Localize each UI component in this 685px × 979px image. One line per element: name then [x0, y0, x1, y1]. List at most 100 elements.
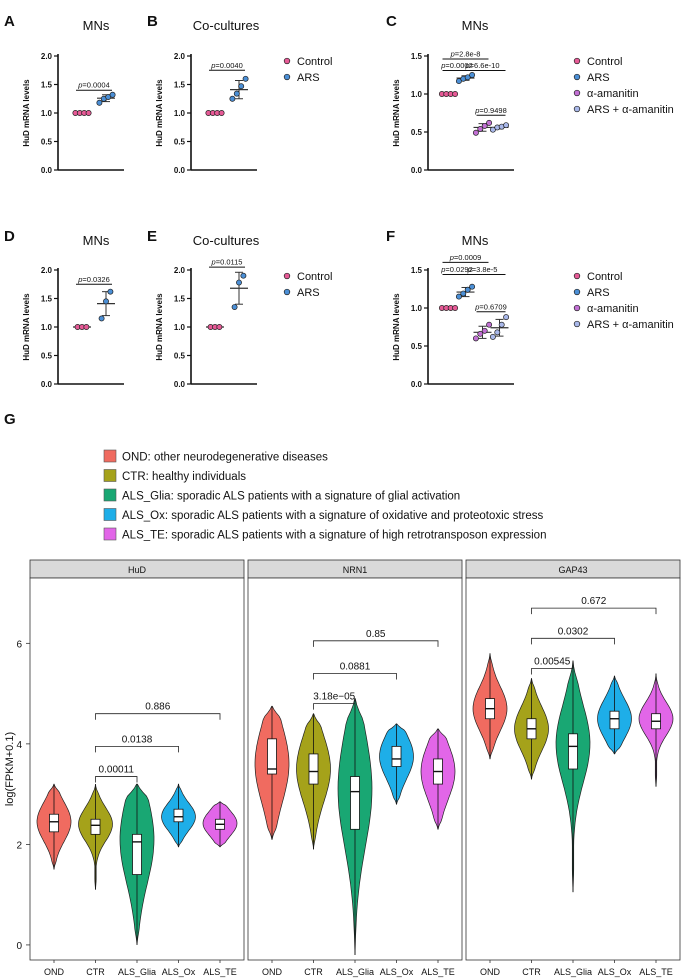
p-value-label: p=0.0009 — [449, 253, 482, 262]
p-symbol: p — [465, 61, 470, 70]
comparison-label: 0.85 — [366, 629, 386, 640]
panel-title: MNs — [83, 18, 110, 33]
p-value-label: p=3.8e-5 — [467, 265, 498, 274]
y-tick-label: 0.5 — [41, 138, 53, 147]
data-point — [486, 119, 493, 126]
panel-letter: D — [4, 228, 15, 245]
legend-marker — [573, 320, 581, 328]
y-axis-label: HuD mRNA levels — [22, 293, 31, 361]
y-tick-label: 6 — [16, 639, 22, 650]
box — [350, 776, 360, 830]
comparison-label: 0.0138 — [122, 734, 153, 745]
x-tick-label: CTR — [86, 967, 105, 977]
y-tick-label: 0.5 — [41, 352, 53, 361]
legend-label: ARS — [587, 72, 610, 84]
p-value: =0.0009 — [454, 253, 481, 262]
data-point — [503, 122, 510, 129]
significance-bracket — [95, 776, 138, 783]
p-value-label: p=0.9498 — [474, 106, 507, 115]
legend-label: ALS_Ox: sporadic ALS patients with a sig… — [122, 510, 544, 522]
x-tick-label: OND — [480, 967, 501, 977]
y-tick-label: 0.5 — [411, 342, 423, 351]
comparison-label: 0.886 — [145, 702, 170, 713]
x-tick-label: ALS_TE — [421, 967, 455, 977]
x-tick-label: ALS_Glia — [336, 967, 374, 977]
significance-bracket — [95, 713, 221, 720]
p-symbol: p — [450, 50, 455, 59]
x-tick-label: OND — [44, 967, 65, 977]
x-tick-label: ALS_Ox — [598, 967, 632, 977]
y-tick-label: 2.0 — [41, 52, 53, 61]
box — [132, 833, 142, 875]
legend-swatch — [103, 449, 117, 463]
y-tick-label: 0.5 — [174, 352, 186, 361]
significance-bracket — [313, 640, 439, 647]
data-point — [96, 99, 103, 106]
significance-bracket — [531, 668, 574, 675]
x-tick-label: ALS_TE — [203, 967, 237, 977]
y-tick-label: 2.0 — [174, 266, 186, 275]
p-symbol: p — [467, 265, 472, 274]
y-tick-label: 2 — [16, 840, 22, 851]
data-point — [98, 315, 105, 322]
x-tick-label: ALS_Glia — [554, 967, 592, 977]
box — [568, 733, 578, 770]
y-axis-label: HuD mRNA levels — [392, 79, 401, 147]
box — [391, 745, 402, 767]
x-tick-label: ALS_Ox — [162, 967, 196, 977]
data-point — [238, 83, 245, 90]
panel-title: MNs — [462, 233, 489, 248]
legend-label: ARS + α-amanitin — [587, 104, 674, 116]
y-tick-label: 0.5 — [411, 128, 423, 137]
p-value-label: p=0.0002 — [440, 61, 473, 70]
y-tick-label: 1.0 — [41, 323, 53, 332]
box — [49, 813, 59, 833]
box — [173, 808, 184, 823]
panel-letter: B — [147, 13, 158, 30]
p-value-label: p=0.0326 — [77, 275, 110, 284]
y-tick-label: 2.0 — [174, 52, 186, 61]
data-point — [452, 305, 459, 311]
x-tick-label: ALS_Glia — [118, 967, 156, 977]
y-tick-label: 0.5 — [174, 138, 186, 147]
y-tick-label: 0.0 — [41, 166, 53, 175]
y-tick-label: 0.0 — [174, 380, 186, 389]
comparison-label: 0.00545 — [534, 656, 571, 667]
significance-bracket — [95, 745, 179, 753]
y-tick-label: 2.0 — [41, 266, 53, 275]
data-point — [469, 283, 476, 290]
box — [90, 818, 101, 835]
data-point — [464, 286, 471, 293]
data-point — [240, 272, 247, 279]
legend-marker — [283, 288, 291, 296]
legend-label: Control — [587, 271, 622, 283]
x-tick-label: ALS_TE — [639, 967, 673, 977]
legend-marker — [283, 73, 291, 81]
data-point — [216, 324, 223, 330]
data-point — [103, 298, 109, 305]
p-symbol: p — [440, 61, 445, 70]
y-tick-label: 0.0 — [411, 166, 423, 175]
facet-title: GAP43 — [558, 565, 587, 575]
y-tick-label: 1.0 — [41, 109, 53, 118]
panel-letter: E — [147, 228, 157, 245]
comparison-label: 0.0881 — [340, 662, 371, 673]
p-symbol: p — [210, 61, 215, 70]
p-value: =2.8e-8 — [455, 50, 481, 59]
data-point — [231, 304, 238, 310]
p-symbol: p — [440, 265, 445, 274]
y-tick-label: 1.5 — [174, 81, 186, 90]
p-value-label: p=2.8e-8 — [450, 50, 481, 59]
p-symbol: p — [449, 253, 454, 262]
data-point — [83, 324, 90, 330]
p-value: =0.0040 — [215, 61, 242, 70]
p-value: =6.6e-10 — [470, 61, 500, 70]
significance-bracket — [531, 607, 657, 615]
data-point — [236, 279, 242, 286]
